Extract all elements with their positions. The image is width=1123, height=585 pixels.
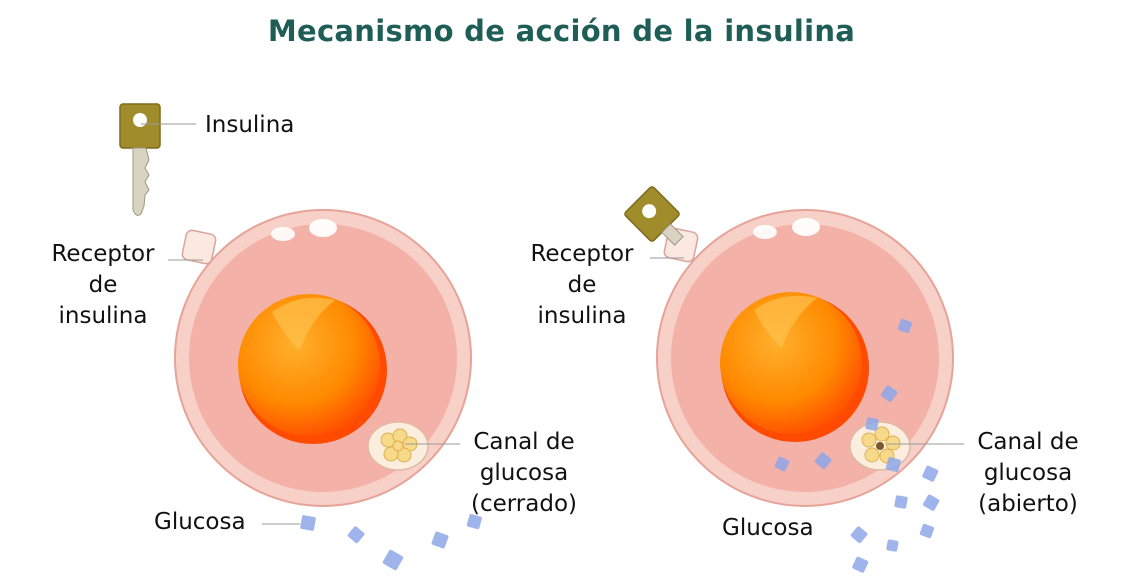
glucose-molecule-icon (382, 549, 404, 571)
label-line: insulina (537, 303, 627, 329)
label-line: Receptor (51, 241, 155, 267)
glucose-molecule-icon (886, 539, 899, 552)
diagram-title: Mecanismo de acción de la insulina (267, 14, 856, 48)
label-receptor-right: Receptor de insulina (519, 239, 645, 332)
receptor-left (181, 229, 217, 265)
glucose-molecule-icon (852, 556, 869, 573)
label-line: Receptor (530, 241, 634, 267)
leader-lines (141, 123, 964, 525)
glucose-channel-icon (367, 421, 429, 471)
label-line: glucosa (479, 460, 569, 486)
label-line: glucosa (983, 460, 1073, 486)
label-line: de (567, 272, 597, 298)
label-line: Canal de (977, 429, 1079, 455)
glucose-right (774, 318, 940, 573)
label-glucosa-left: Glucosa (154, 509, 246, 535)
glucose-molecule-icon (923, 494, 940, 511)
nucleus-right (720, 292, 862, 434)
cell-left (174, 209, 472, 507)
glucose-molecule-icon (922, 465, 939, 482)
label-line: (abierto) (978, 491, 1078, 517)
label-line: (cerrado) (470, 491, 577, 517)
glucose-molecule-icon (814, 452, 832, 470)
key-icon (119, 103, 161, 216)
label-glucosa-right: Glucosa (722, 515, 814, 541)
label-insulina: Insulina (205, 112, 295, 138)
cell-left-highlight (309, 219, 337, 237)
glucose-channel-icon (849, 421, 911, 471)
glucose-molecule-icon (774, 456, 790, 472)
key-icon (624, 186, 684, 246)
glucose-molecule-icon (431, 531, 449, 549)
nucleus-right-shine (754, 295, 817, 348)
glucose-molecule-icon (300, 515, 316, 531)
glucose-molecule-icon (897, 318, 913, 334)
cell-right (656, 209, 954, 507)
nucleus-left (238, 294, 380, 436)
glucose-molecule-icon (919, 523, 935, 539)
glucose-molecule-icon (865, 417, 879, 431)
cell-right-highlight (792, 218, 820, 236)
glucose-molecule-icon (894, 495, 908, 509)
glucose-molecule-icon (880, 385, 898, 402)
glucose-left (300, 514, 482, 571)
label-receptor-left: Receptor de insulina (40, 239, 166, 332)
label-canal-right: Canal de glucosa (abierto) (966, 427, 1090, 520)
glucose-molecule-icon (885, 457, 901, 473)
glucose-molecule-icon (850, 526, 868, 544)
label-line: insulina (58, 303, 148, 329)
label-line: Canal de (473, 429, 575, 455)
label-line: de (88, 272, 118, 298)
cell-left-highlight (271, 227, 295, 241)
cell-right-highlight (753, 225, 777, 239)
nucleus-left-shine (272, 297, 335, 350)
label-canal-left: Canal de glucosa (cerrado) (462, 427, 586, 520)
glucose-molecule-icon (347, 526, 365, 544)
glucose-molecule-icon (466, 514, 482, 530)
